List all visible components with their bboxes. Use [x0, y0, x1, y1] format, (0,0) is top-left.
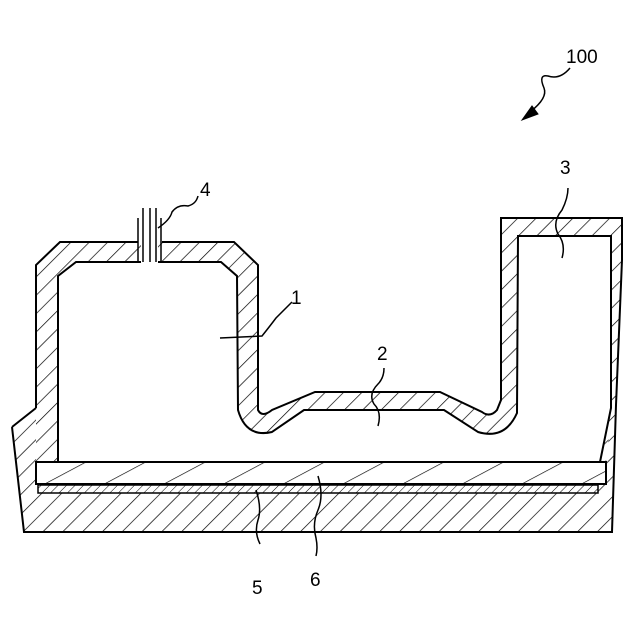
plate-layer: [36, 462, 606, 484]
hollow-wall-body: [36, 218, 622, 462]
label-2: 2: [377, 344, 388, 365]
label-100: 100: [566, 47, 598, 68]
label-1: 1: [291, 288, 302, 309]
label-4: 4: [200, 180, 211, 201]
label-6: 6: [310, 570, 321, 591]
leader-line-4: [158, 196, 198, 228]
feed-pipe: [138, 208, 161, 264]
thin-film-layer: [38, 485, 598, 493]
label-5: 5: [252, 578, 263, 599]
assembly-arrow: [522, 68, 570, 120]
label-3: 3: [560, 158, 571, 179]
